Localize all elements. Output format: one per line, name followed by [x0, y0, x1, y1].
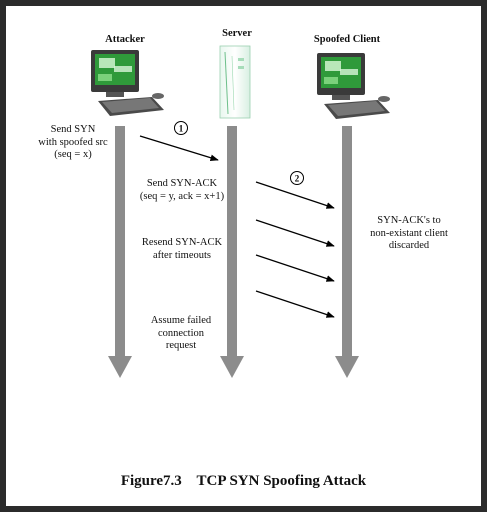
spoofed-client-title: Spoofed Client	[313, 34, 381, 45]
attacker-timeline	[108, 126, 132, 378]
synack-arrow-4	[255, 290, 335, 318]
attacker-title: Attacker	[105, 34, 145, 45]
synack-arrow-1	[255, 181, 335, 209]
discarded-note: SYN-ACK's to non-existant client discard…	[370, 215, 448, 251]
server-title: Server	[222, 28, 252, 39]
step-marker-1: 1	[174, 121, 188, 135]
assume-failed-note: Assume failed connection request	[150, 315, 212, 351]
send-syn-note: Send SYN with spoofed src (seq = x)	[38, 124, 108, 160]
svg-text:1: 1	[179, 124, 184, 134]
computer-icon	[317, 53, 390, 119]
synack-arrow-2	[255, 219, 335, 247]
step-marker-2: 2	[290, 171, 304, 185]
resend-note: Resend SYN-ACK after timeouts	[141, 237, 223, 261]
send-synack-note: Send SYN-ACK (seq = y, ack = x+1)	[139, 178, 225, 202]
sequence-diagram: 1 2	[91, 45, 390, 378]
syn-arrow	[139, 135, 219, 161]
spoofed-client-timeline	[335, 126, 359, 378]
computer-icon	[91, 50, 164, 116]
figure-panel: Attacker Server Spoofed Client	[6, 6, 481, 506]
synack-arrow-3	[255, 254, 335, 282]
server-icon	[219, 45, 251, 119]
figure-caption: Figure7.3 TCP SYN Spoofing Attack	[120, 473, 367, 489]
svg-text:2: 2	[295, 174, 300, 184]
server-timeline	[220, 126, 244, 378]
